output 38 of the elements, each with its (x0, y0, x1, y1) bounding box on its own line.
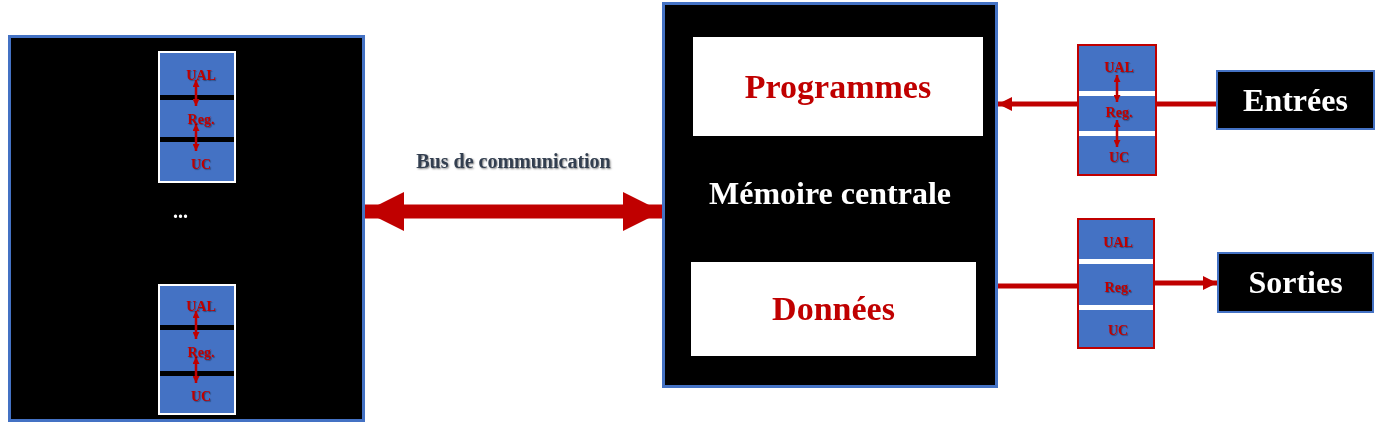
unit-label: Reg. (179, 344, 223, 362)
unit-label: UAL (1096, 234, 1140, 252)
edge-label: Bus de communication (416, 149, 611, 173)
unit-label: UC (179, 156, 223, 174)
arrow (1155, 276, 1217, 290)
processor-box (1077, 218, 1155, 349)
section-title: Programmes (744, 67, 932, 106)
arrow (1113, 120, 1121, 147)
arrow (365, 191, 662, 232)
memory-section (693, 37, 983, 136)
memory-section (691, 262, 976, 356)
processor-box (1077, 44, 1157, 176)
unit-label: UC (179, 388, 223, 406)
io-box: Entrées (1216, 70, 1375, 130)
unit-label: UC (1096, 322, 1140, 340)
arrow (192, 80, 200, 106)
arrow (998, 97, 1077, 111)
processor-box (158, 51, 236, 183)
arrow (192, 357, 200, 383)
memory-title: Mémoire centrale (708, 175, 952, 212)
unit-label: UC (1097, 149, 1141, 167)
unit-label: Reg. (179, 111, 223, 129)
arrow (192, 124, 200, 151)
ellipsis-label: ... (173, 200, 188, 223)
arrow (1113, 75, 1121, 102)
unit-label: UAL (1097, 59, 1141, 77)
connector-line (1157, 101, 1216, 107)
io-box: Sorties (1217, 252, 1374, 313)
unit-label: UAL (179, 67, 223, 85)
cpu-box (8, 35, 365, 422)
connector-line (998, 283, 1077, 289)
unit-label: UAL (179, 298, 223, 316)
processor-box (158, 284, 236, 415)
memory-box (662, 2, 998, 388)
unit-label: Reg. (1097, 104, 1141, 122)
arrow (192, 311, 200, 339)
unit-label: Reg. (1096, 279, 1140, 297)
section-title: Données (772, 290, 895, 328)
